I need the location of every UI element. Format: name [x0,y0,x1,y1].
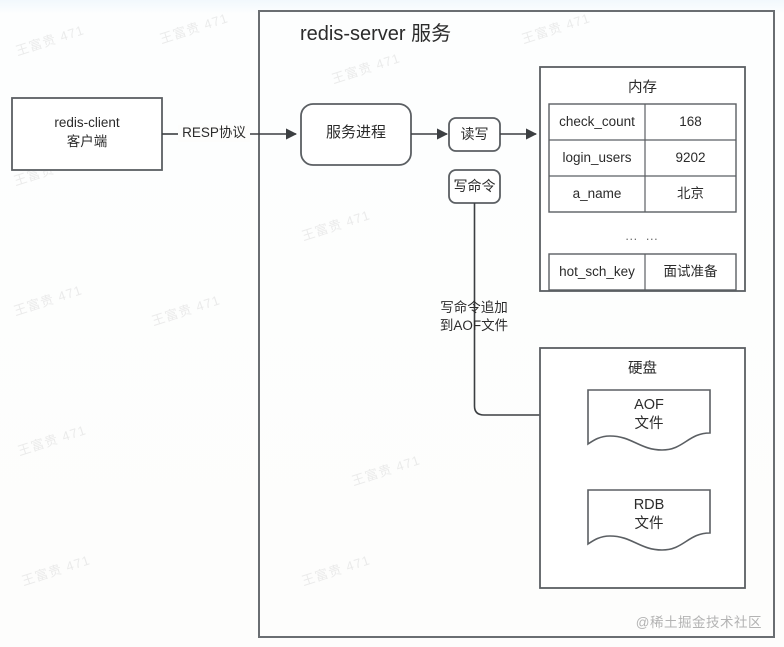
redis-client-box [11,97,163,171]
memory-table-top [548,103,737,213]
memory-table-bottom [548,253,737,291]
aof-file-shape [587,389,711,451]
write-command-to-aof-path [473,203,586,421]
redis-server-container [258,10,775,638]
memory-box [539,66,746,292]
disk-box [539,347,746,589]
write-command-box [448,169,501,204]
watermark-credit: @稀土掘金技术社区 [635,615,762,630]
service-process-box [300,103,412,166]
read-write-box [448,117,501,152]
rdb-file-shape [587,489,711,551]
